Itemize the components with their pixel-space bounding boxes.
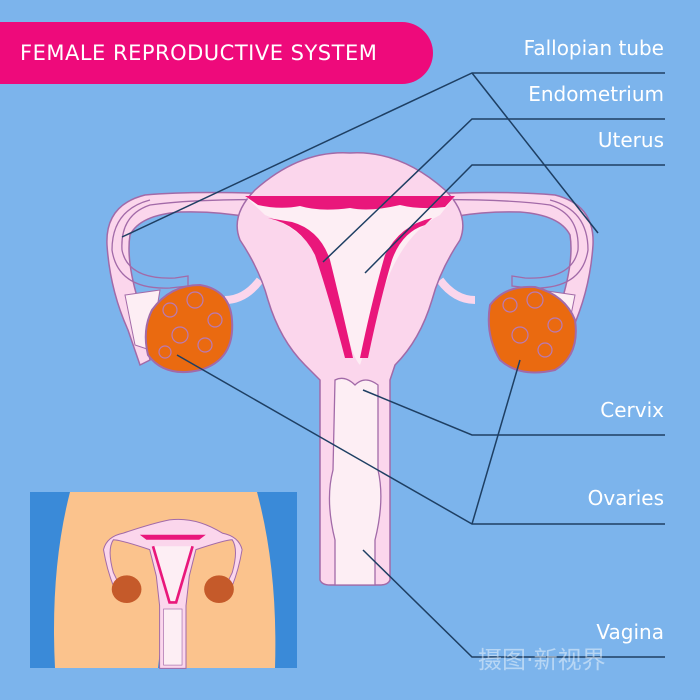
leader-uterus: [364, 164, 665, 274]
leader-endometrium: [322, 118, 665, 263]
label-ovaries: Ovaries: [587, 486, 664, 510]
label-vagina: Vagina: [596, 620, 664, 644]
right-ovary: [487, 285, 577, 374]
uterus-illustration: [106, 152, 594, 586]
label-cervix: Cervix: [600, 398, 664, 422]
leader-ovaries-right: [471, 359, 521, 525]
leader-cervix: [362, 389, 665, 436]
page-title: FEMALE REPRODUCTIVE SYSTEM: [20, 41, 378, 65]
label-uterus: Uterus: [597, 128, 664, 152]
label-endometrium: Endometrium: [528, 82, 664, 106]
label-fallopian-tube: Fallopian tube: [523, 36, 664, 60]
title-banner: FEMALE REPRODUCTIVE SYSTEM: [0, 22, 433, 84]
leader-fallopian-right: [471, 72, 599, 234]
left-ovary: [144, 283, 234, 374]
watermark: 摄图·新视界: [478, 646, 606, 674]
leader-lines: [121, 72, 665, 658]
inset-body-illustration: [30, 492, 297, 669]
inset-uterus: [102, 518, 243, 669]
leader-vagina: [362, 549, 665, 658]
